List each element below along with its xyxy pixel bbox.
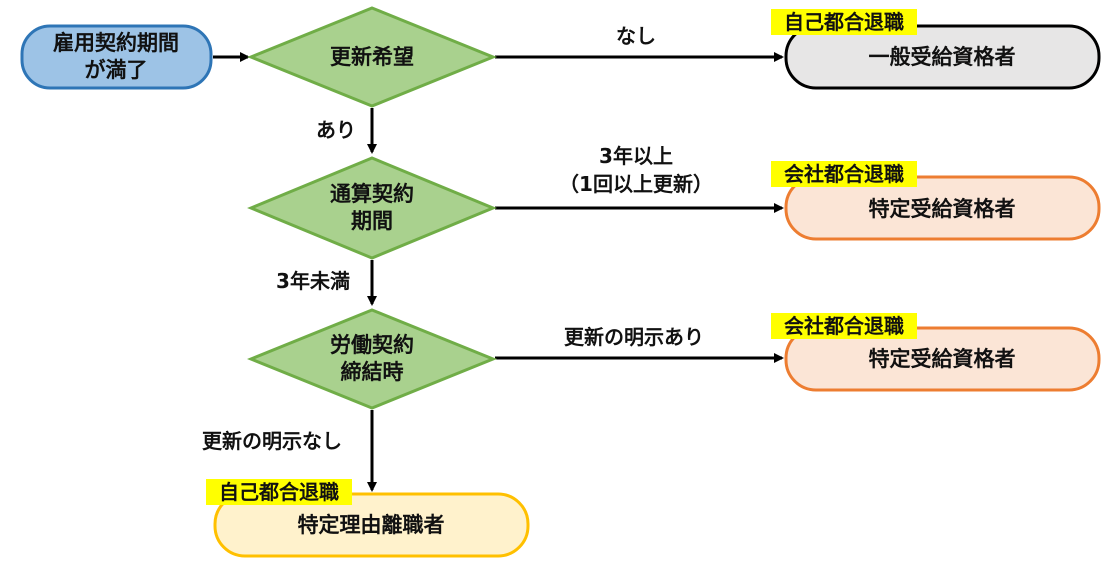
- result-specific-2-tag: 会社都合退職: [784, 314, 904, 338]
- result-reason-label: 特定理由離職者: [298, 513, 445, 537]
- result-reason-tag-bg: [206, 479, 352, 505]
- decision-total-period: 通算契約 期間: [247, 156, 497, 260]
- start-node-shape: [20, 24, 213, 90]
- result-general-shape: [784, 24, 1101, 90]
- decision-total-period-line1: 通算契約: [330, 182, 414, 206]
- decision-total-period-shape: [247, 156, 497, 260]
- result-specific-1: 特定受給資格者 会社都合退職: [771, 161, 1101, 241]
- edge-label-no-explicit-renewal: 更新の明示なし: [202, 429, 342, 453]
- start-node: 雇用契約期間 が満了: [20, 24, 213, 90]
- result-general: 一般受給資格者 自己都合退職: [771, 9, 1101, 90]
- decision-at-contract-line2: 締結時: [341, 360, 404, 384]
- edge-label-explicit-renewal: 更新の明示あり: [564, 325, 704, 349]
- result-general-tag: 自己都合退職: [784, 10, 904, 34]
- connectors: [213, 52, 784, 492]
- decision-at-contract: 労働契約 締結時: [247, 308, 497, 410]
- result-reason: 特定理由離職者 自己都合退職: [206, 479, 530, 558]
- decision-renewal-wish-label: 更新希望: [330, 45, 414, 69]
- decision-renewal-wish-shape: [247, 6, 497, 108]
- edge-labels: なし あり 3年以上 （1回以上更新） 3年未満 更新の明示あり 更新の明示なし: [202, 24, 713, 453]
- result-specific-2-tag-bg: [771, 313, 917, 339]
- start-node-line1: 雇用契約期間: [53, 31, 179, 55]
- decision-at-contract-line1: 労働契約: [330, 333, 414, 357]
- decision-at-contract-shape: [247, 308, 497, 410]
- edge-label-three-plus-line1: 3年以上: [599, 144, 673, 168]
- start-node-line2: が満了: [85, 58, 148, 82]
- result-reason-shape: [213, 492, 530, 558]
- result-specific-1-tag: 会社都合退職: [784, 162, 904, 186]
- edge-label-yes: あり: [316, 118, 356, 142]
- result-general-label: 一般受給資格者: [869, 45, 1016, 69]
- edge-label-none: なし: [616, 24, 656, 48]
- decision-renewal-wish: 更新希望: [247, 6, 497, 108]
- decision-total-period-line2: 期間: [351, 209, 393, 233]
- result-reason-tag: 自己都合退職: [219, 480, 339, 504]
- result-specific-2-shape: [784, 326, 1101, 392]
- result-specific-1-tag-bg: [771, 161, 917, 187]
- result-general-tag-bg: [771, 9, 917, 35]
- result-specific-2: 特定受給資格者 会社都合退職: [771, 313, 1101, 392]
- result-specific-1-shape: [784, 175, 1101, 241]
- edge-label-under-three: 3年未満: [276, 269, 350, 293]
- edge-label-three-plus-line2: （1回以上更新）: [559, 172, 713, 196]
- result-specific-2-label: 特定受給資格者: [869, 347, 1016, 371]
- result-specific-1-label: 特定受給資格者: [869, 197, 1016, 221]
